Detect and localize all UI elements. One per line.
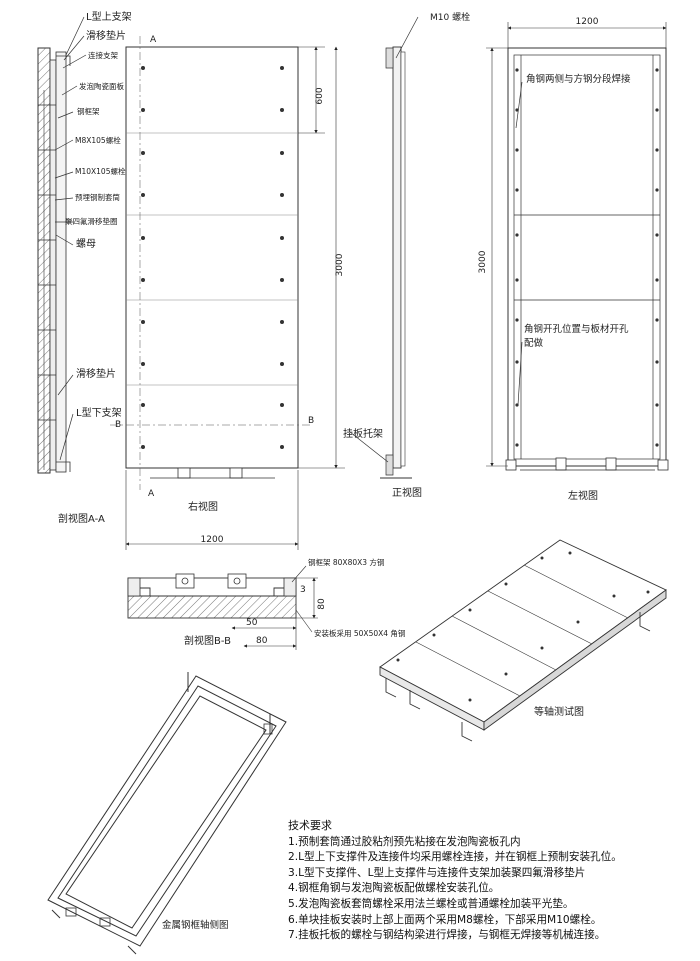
label-foam-panel: 发泡陶瓷面板 — [79, 81, 124, 91]
label-iso-view: 等轴测试图 — [534, 705, 584, 718]
label-left-note2a: 角钢开孔位置与板材开孔 — [524, 323, 629, 335]
front-view: M10 螺栓 挂板托架 正视图 — [343, 11, 470, 499]
label-frame-spec: 钢框架 80X80X3 方钢 — [308, 557, 384, 567]
label-slide-pad-top: 滑移垫片 — [86, 29, 126, 42]
label-slide-pad-bottom: 滑移垫片 — [76, 367, 116, 380]
dim-50: 50 — [246, 618, 258, 628]
left-view: 1200 3000 角钢两侧与方钢分段焊接 角钢开孔位置与板材开孔 配做 左视图 — [478, 17, 669, 502]
label-front-view: 正视图 — [392, 486, 422, 499]
label-ptfe-pad: 聚四氟滑移垫圈 — [65, 216, 118, 226]
technical-requirements: 技术要求 1.预制套筒通过胶粘剂预先粘接在发泡陶瓷板孔内 2.L型上下支撑件及连… — [288, 818, 698, 944]
tech-item-7: 7.挂板托板的螺栓与钢结构梁进行焊接，与钢框无焊接等机械连接。 — [288, 929, 606, 942]
section-aa-view: L型上支架 滑移垫片 连接支架 发泡陶瓷面板 钢框架 M8X105螺栓 M10X… — [37, 10, 132, 525]
mark-b-right: B — [308, 416, 314, 426]
label-section-bb: 剖视图B-B — [184, 634, 231, 647]
label-bolt-m8: M8X105螺栓 — [75, 135, 121, 145]
label-left-view: 左视图 — [568, 489, 598, 502]
label-bolt-m10: M10X105螺栓 — [75, 166, 126, 176]
label-angle-spec: 安装板采用 50X50X4 角钢 — [314, 628, 405, 638]
dim-80-right: 80 — [317, 598, 327, 610]
mark-a-bottom: A — [148, 489, 155, 499]
dim-80-bottom: 80 — [256, 636, 268, 646]
tech-item-5: 5.发泡陶瓷板套筒螺栓采用法兰螺栓或普通螺栓加装平光垫。 — [288, 897, 574, 910]
label-ceramic-sleeve: 预埋钢制套筒 — [75, 192, 120, 202]
section-bb-view: 3 80 50 80 钢框架 80X80X3 方钢 安装板采用 50X50X4 … — [127, 557, 405, 650]
mark-a-top: A — [150, 35, 157, 45]
dim-1200-top: 1200 — [576, 17, 599, 27]
frame-isometric-view: 金属钢框轴侧图 — [47, 672, 287, 955]
dim-1200-bottom: 1200 — [201, 535, 224, 545]
label-right-view: 右视图 — [188, 500, 218, 513]
label-section-aa: 剖视图A-A — [58, 512, 105, 525]
label-nut: 螺母 — [76, 238, 96, 250]
tech-title: 技术要求 — [288, 819, 332, 832]
dim-3: 3 — [300, 585, 306, 595]
label-m10-bolt: M10 螺栓 — [430, 11, 470, 23]
tech-item-2: 2.L型上下支撑件及连接件均采用螺栓连接，并在钢框上预制安装孔位。 — [288, 851, 622, 864]
dim-600: 600 — [315, 87, 325, 104]
tech-item-3: 3.L型下支撑件、L型上支撑件与连接件支架加装聚四氟滑移垫片 — [288, 866, 586, 879]
dim-3000-right: 3000 — [335, 253, 345, 276]
label-frame-iso: 金属钢框轴侧图 — [162, 919, 229, 931]
label-l-upper: L型上支架 — [86, 10, 132, 23]
tech-item-4: 4.钢框角钢与发泡陶瓷板配做螺栓安装孔位。 — [288, 882, 500, 895]
label-l-lower: L型下支架 — [76, 406, 122, 419]
label-left-note1: 角钢两侧与方钢分段焊接 — [526, 73, 631, 85]
isometric-view: 等轴测试图 — [379, 539, 667, 742]
label-hanger: 挂板托架 — [343, 427, 383, 440]
tech-item-1: 1.预制套筒通过胶粘剂预先粘接在发泡陶瓷板孔内 — [288, 835, 521, 848]
tech-item-6: 6.单块挂板安装时上部上面两个采用M8螺栓，下部采用M10螺栓。 — [288, 913, 602, 926]
label-connector: 连接支架 — [88, 50, 118, 60]
dim-3000-left: 3000 — [478, 250, 488, 273]
right-view: 600 3000 1200 A A B B 右视图 — [110, 35, 345, 550]
label-steel-frame: 钢框架 — [77, 106, 100, 116]
label-left-note2b: 配做 — [524, 337, 544, 349]
mark-b-left: B — [115, 420, 121, 430]
